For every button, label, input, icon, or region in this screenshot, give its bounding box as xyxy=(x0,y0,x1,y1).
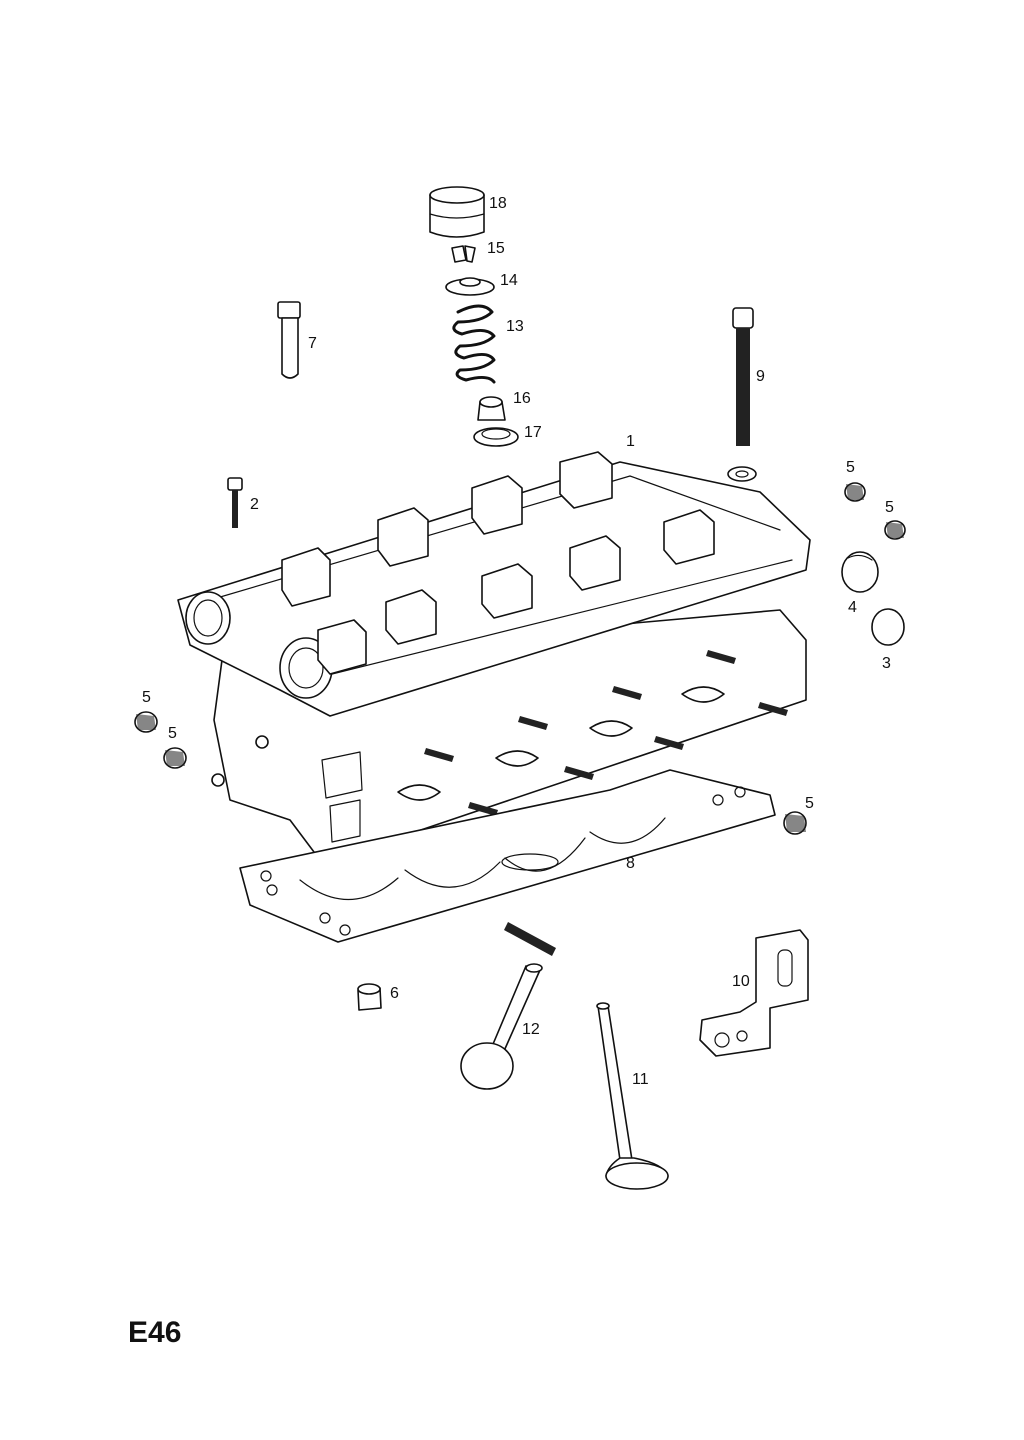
label-16: 16 xyxy=(513,390,531,407)
part-18-tappet xyxy=(429,186,485,238)
part-5-plug-left-upper xyxy=(134,711,158,733)
part-7-stud xyxy=(277,301,301,379)
part-5-plug-right-middle xyxy=(884,520,906,540)
label-11: 11 xyxy=(632,1071,649,1088)
label-8: 8 xyxy=(626,855,635,872)
label-5-left-lower: 5 xyxy=(168,725,177,742)
label-1: 1 xyxy=(626,433,635,450)
label-12: 12 xyxy=(522,1021,540,1038)
label-5-right-middle: 5 xyxy=(885,499,894,516)
page-code: E46 xyxy=(128,1316,182,1349)
part-8-head-gasket xyxy=(239,769,776,943)
part-16-stem-seal xyxy=(477,396,506,421)
part-stud-loose xyxy=(504,922,556,956)
label-18: 18 xyxy=(489,195,507,212)
part-11-valve xyxy=(596,1002,669,1190)
label-7: 7 xyxy=(308,335,317,352)
part-15-valve-keys xyxy=(451,245,476,263)
label-13: 13 xyxy=(506,318,524,335)
label-9: 9 xyxy=(756,368,765,385)
part-17-spring-seat xyxy=(473,427,519,447)
part-13-valve-spring xyxy=(452,304,496,384)
part-9-head-bolt xyxy=(727,307,757,482)
label-14: 14 xyxy=(500,272,518,289)
label-6: 6 xyxy=(390,985,399,1002)
label-4: 4 xyxy=(848,599,857,616)
part-2-bolt xyxy=(227,477,243,528)
label-5-left-upper: 5 xyxy=(142,689,151,706)
part-5-plug-left-lower xyxy=(163,747,187,769)
part-12-valve xyxy=(460,963,543,1090)
part-3-cap xyxy=(871,608,905,646)
part-1-cylinder-head xyxy=(177,451,811,861)
label-3: 3 xyxy=(882,655,891,672)
label-17: 17 xyxy=(524,424,542,441)
label-15: 15 xyxy=(487,240,505,257)
label-5-right-lower: 5 xyxy=(805,795,814,812)
part-4-core-plug xyxy=(841,551,879,593)
label-2: 2 xyxy=(250,496,259,513)
label-10: 10 xyxy=(732,973,750,990)
part-14-spring-retainer xyxy=(445,277,495,296)
part-10-bracket xyxy=(699,929,809,1057)
label-5-right-upper: 5 xyxy=(846,459,855,476)
part-5-plug-right-lower xyxy=(783,811,807,835)
part-6-dowel xyxy=(357,983,382,1011)
part-5-plug-right-upper xyxy=(844,482,866,502)
